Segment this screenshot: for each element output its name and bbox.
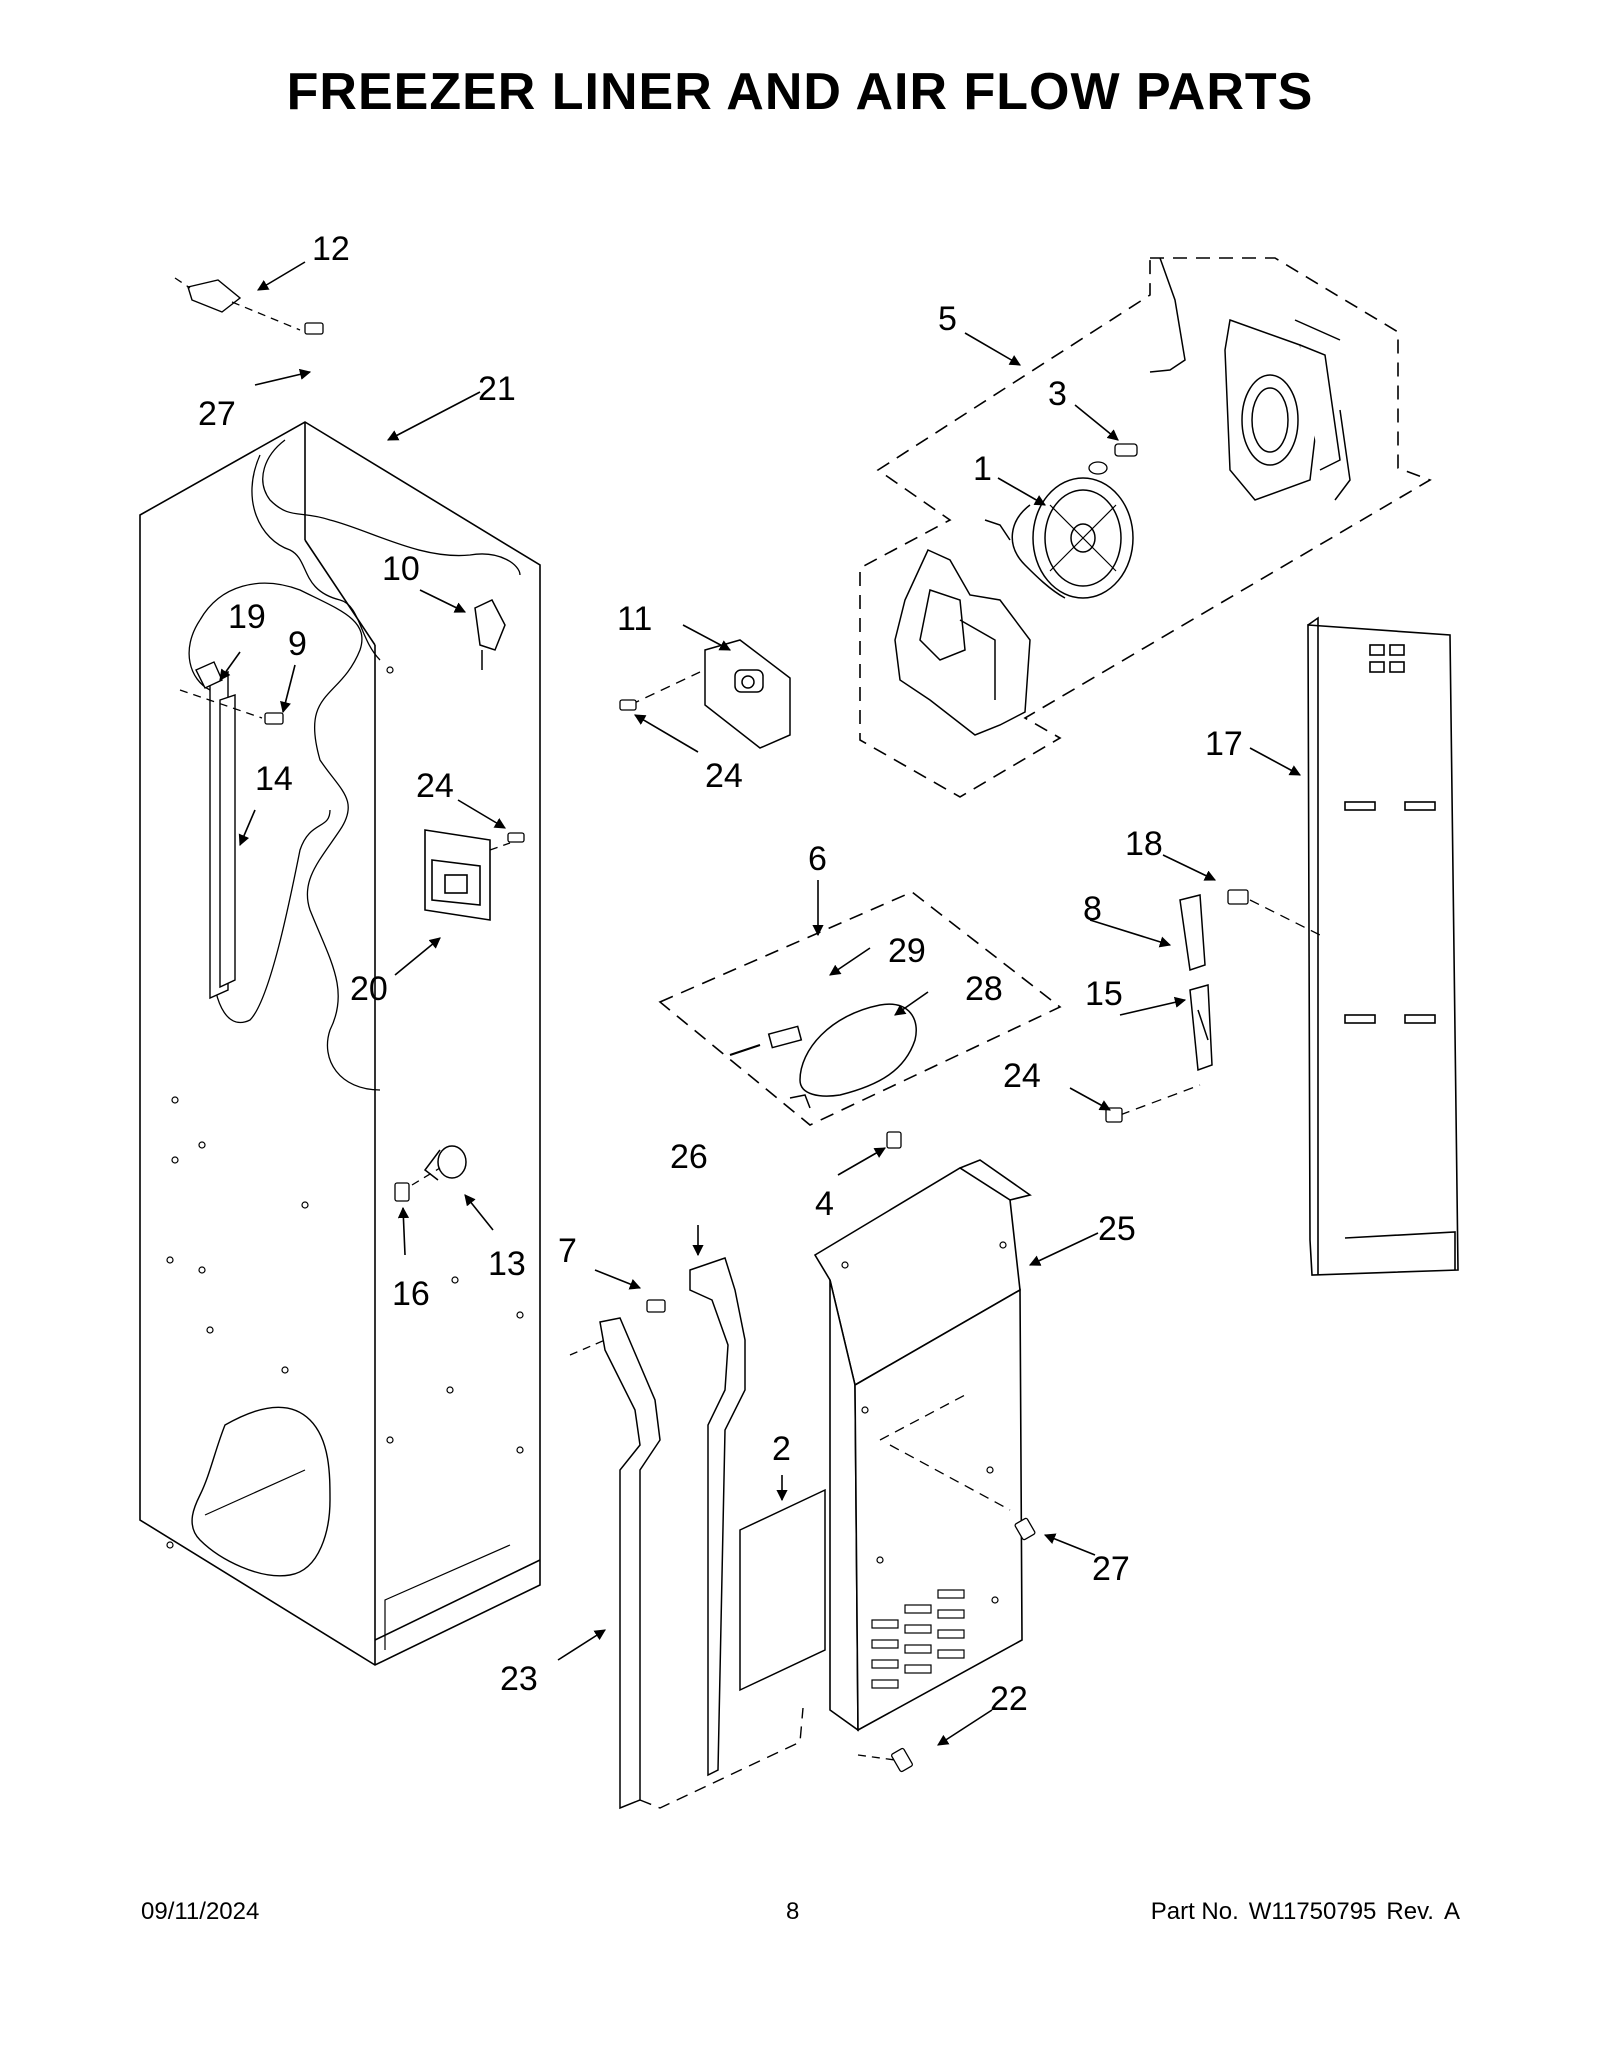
callout-20: 20 <box>350 970 388 1008</box>
callout-22: 22 <box>990 1680 1028 1718</box>
callout-3: 3 <box>1048 375 1067 413</box>
callout-1: 1 <box>973 450 992 488</box>
callout-19: 19 <box>228 598 266 636</box>
icemaker-boundary <box>658 891 1062 1126</box>
fan-housing <box>894 549 1031 736</box>
callout-8: 8 <box>1083 890 1102 928</box>
callout-23: 23 <box>500 1660 538 1698</box>
callout-4: 4 <box>815 1185 834 1223</box>
clip <box>187 279 242 313</box>
damper-knob <box>423 1145 467 1181</box>
callouts: 12 27 21 10 19 9 14 24 20 16 13 11 24 5 … <box>198 230 1243 1718</box>
callout-25: 25 <box>1098 1210 1136 1248</box>
callout-6: 6 <box>808 840 827 878</box>
callout-24-left: 24 <box>416 767 454 805</box>
callout-28: 28 <box>965 970 1003 1008</box>
callout-27-top: 27 <box>198 395 236 433</box>
footer-page-number: 8 <box>786 1898 800 1925</box>
brackets <box>1179 894 1213 1072</box>
callout-26: 26 <box>670 1138 708 1176</box>
footer-date: 09/11/2024 <box>141 1898 260 1925</box>
callout-12: 12 <box>312 230 350 268</box>
callout-24-mid: 24 <box>705 757 743 795</box>
control-bracket <box>704 639 791 749</box>
info-label <box>739 1488 826 1692</box>
callout-18: 18 <box>1125 825 1163 863</box>
screw-washer <box>1088 443 1138 475</box>
part-no-value: W11750795 <box>1248 1898 1377 1925</box>
callout-13: 13 <box>488 1245 526 1283</box>
part-no-label: Part No. <box>1150 1898 1239 1925</box>
mullion-bracket <box>599 1317 661 1810</box>
callout-7: 7 <box>558 1232 577 1270</box>
callout-16: 16 <box>392 1275 430 1313</box>
icemaker-assembly <box>729 1003 917 1109</box>
callout-10: 10 <box>382 550 420 588</box>
callout-29: 29 <box>888 932 926 970</box>
guide-rail <box>195 661 236 1000</box>
callout-21: 21 <box>478 370 516 408</box>
evaporator-fan <box>984 477 1134 599</box>
duct-cover <box>813 1159 1032 1732</box>
callout-24-right: 24 <box>1003 1057 1041 1095</box>
fan-assembly-boundary <box>859 257 1432 798</box>
callout-11: 11 <box>617 600 652 638</box>
callout-9: 9 <box>288 625 307 663</box>
callout-2: 2 <box>772 1430 791 1468</box>
footer-part-number: Part No. W11750795 Rev. A <box>1141 1898 1460 1926</box>
rev-label: Rev. <box>1386 1898 1434 1925</box>
rear-panel <box>1307 616 1459 1276</box>
foam-seal <box>689 1257 746 1777</box>
light-housing <box>424 829 491 921</box>
rev-value: A <box>1443 1898 1460 1925</box>
callout-17: 17 <box>1205 725 1243 763</box>
callout-15: 15 <box>1085 975 1123 1013</box>
callout-5: 5 <box>938 300 957 338</box>
fan-shroud <box>1149 257 1351 501</box>
callout-27-bottom: 27 <box>1092 1550 1130 1588</box>
page-title: FREEZER LINER AND AIR FLOW PARTS <box>286 63 1314 121</box>
thermistor <box>474 599 506 670</box>
callout-14: 14 <box>255 760 293 798</box>
